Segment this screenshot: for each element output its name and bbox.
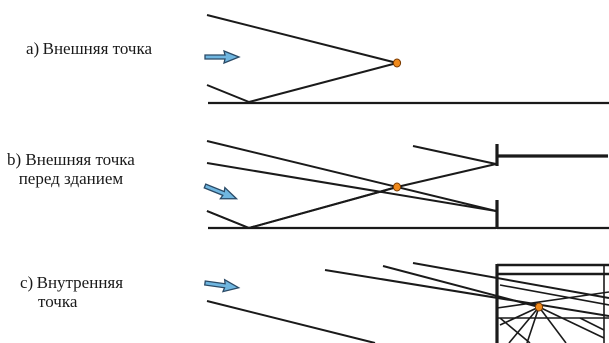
panel-b-label-line-1: b) Внешняя точка: [7, 150, 135, 169]
reflected-ray: [206, 62, 398, 104]
interior-ray: [499, 317, 531, 343]
panel-b-label-line-2: перед зданием: [18, 169, 124, 188]
interior-ray: [499, 284, 609, 306]
panel-c-label: c) Внутренняя точка: [20, 273, 123, 311]
interior-ray: [538, 306, 605, 339]
receiver-point-icon: [392, 182, 402, 192]
panel-a-label: a) Внешняя точка: [26, 39, 152, 58]
direct-ray: [206, 162, 497, 212]
panel-a: [204, 14, 609, 105]
interior-ray: [526, 306, 540, 343]
direction-arrow-icon: [204, 49, 241, 65]
interior-ray: [499, 306, 540, 326]
direction-arrow-icon: [203, 278, 241, 293]
incoming-ray: [412, 262, 609, 299]
direct-ray: [206, 14, 398, 64]
incoming-ray: [324, 269, 609, 317]
receiver-point-icon: [534, 302, 544, 312]
wall-reflected-ray: [206, 163, 497, 230]
wall-reflected-ray: [412, 145, 497, 165]
direct-ray: [206, 140, 497, 212]
direction-arrow-icon: [203, 183, 239, 200]
incoming-ray: [382, 265, 540, 308]
incoming-ray: [206, 300, 376, 343]
panel-c: [203, 262, 609, 343]
ground-reflected-ray: [206, 186, 398, 230]
interior-ray: [579, 317, 605, 331]
interior-ray: [538, 306, 567, 343]
panel-a-label-line: a) Внешняя точка: [26, 39, 153, 58]
panel-c-label-line-2: точка: [38, 292, 78, 311]
panel-b: [203, 140, 609, 230]
interior-ray: [508, 306, 540, 343]
panel-b-label: b) Внешняя точка перед зданием: [7, 150, 135, 188]
interior-ray: [496, 291, 609, 309]
receiver-point-icon: [392, 58, 402, 68]
panel-c-label-line-1: c) Внутренняя: [20, 273, 124, 292]
